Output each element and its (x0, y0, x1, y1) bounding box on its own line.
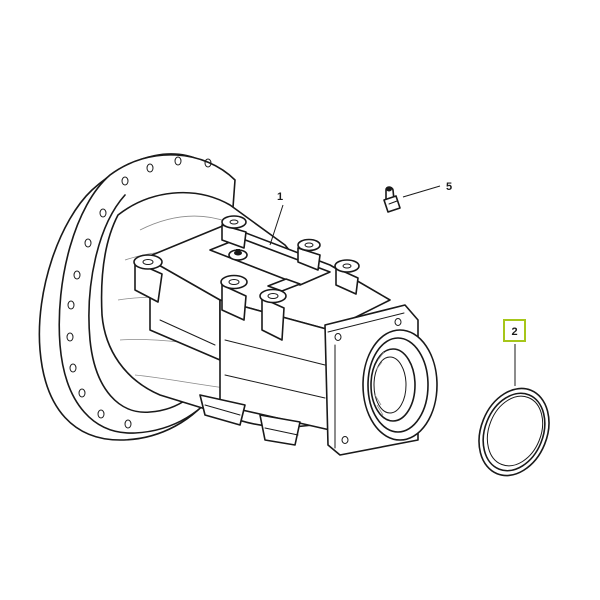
seal-ring (478, 387, 550, 477)
mounting-bosses (133, 215, 360, 341)
callout-2-highlight-box (503, 319, 526, 342)
callout-labels: 1 5 2 (277, 181, 526, 342)
grease-fitting (383, 186, 401, 213)
leader-1 (269, 204, 284, 246)
leader-lines (269, 185, 516, 386)
callout-1: 1 (277, 191, 283, 203)
callout-2: 2 (511, 326, 517, 338)
flange-bolt-holes (66, 156, 212, 429)
callout-5: 5 (446, 181, 452, 193)
output-end (324, 304, 438, 456)
leader-5 (402, 185, 441, 198)
